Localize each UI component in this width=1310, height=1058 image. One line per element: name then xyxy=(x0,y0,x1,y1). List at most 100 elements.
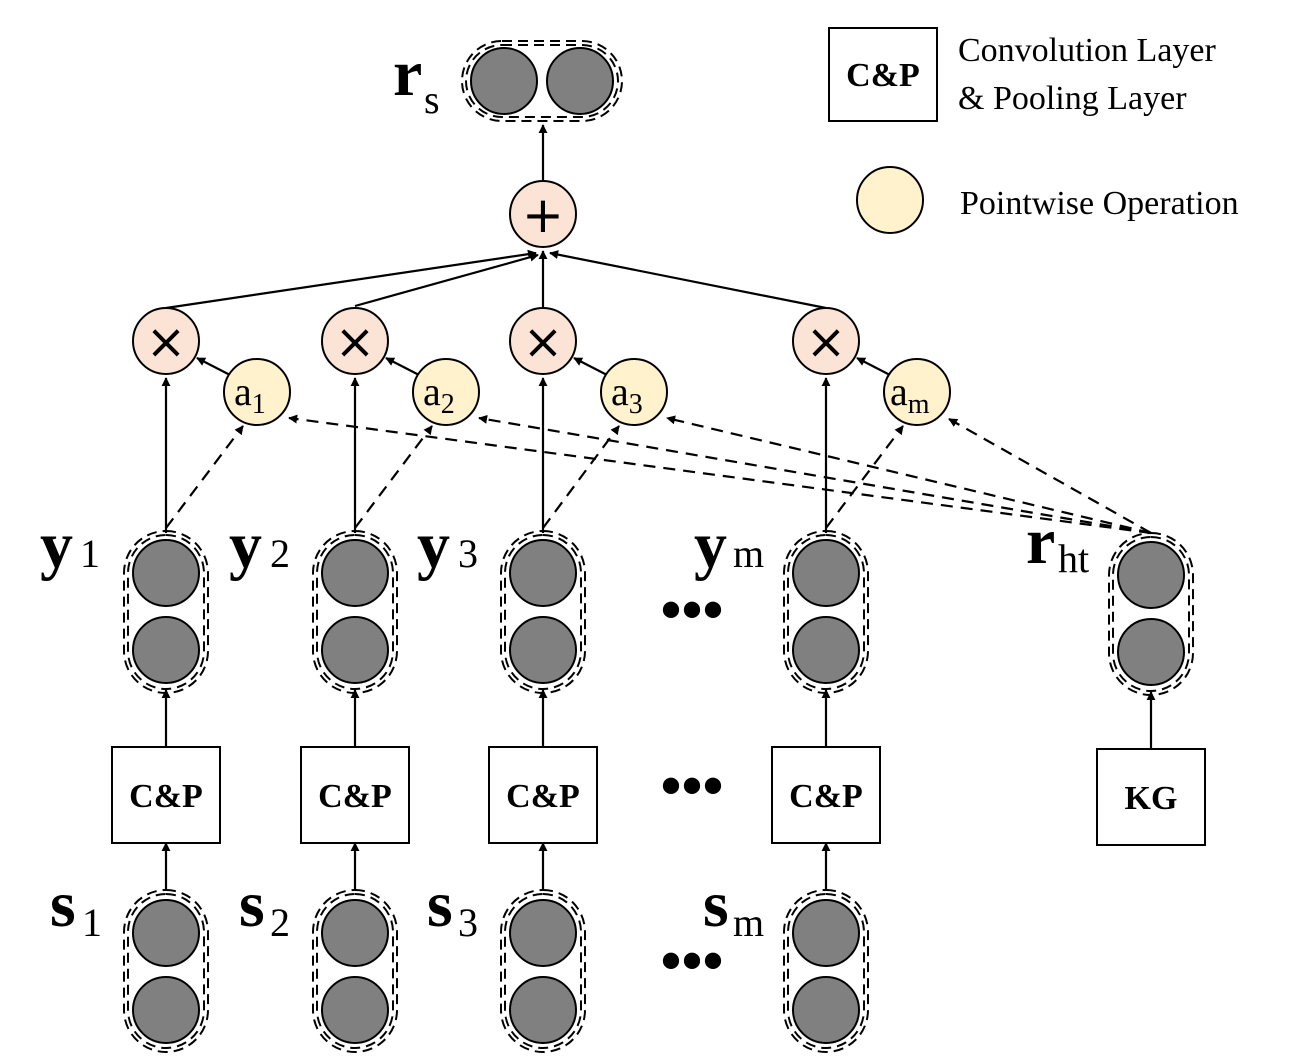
kg-label: r xyxy=(1026,505,1055,578)
y-label-m-sub: m xyxy=(733,531,764,576)
s-neuron xyxy=(509,976,577,1044)
edges xyxy=(161,124,1156,890)
cp-box-1 xyxy=(111,746,221,844)
output-neuron xyxy=(546,47,614,115)
edge-a2-to-mul2 xyxy=(385,357,422,377)
edge-mulm-to-sum xyxy=(549,250,827,310)
y-vector-2-border-inner xyxy=(316,534,394,690)
y-label-1: y xyxy=(40,509,73,582)
cp-box-m xyxy=(771,746,881,844)
cp-box-2 xyxy=(300,746,410,844)
y-neuron xyxy=(509,539,577,607)
y-vectors: y 1 y 2 y 3 y m xyxy=(40,505,1194,696)
ellipsis-s-row: ••• xyxy=(660,928,723,994)
s-neuron xyxy=(132,899,200,967)
conv-pool-boxes: C&P C&P C&P C&P KG xyxy=(111,746,1206,846)
legend-pointwise-circle xyxy=(856,166,924,234)
y-neuron xyxy=(321,539,389,607)
s-label-3-sub: 3 xyxy=(458,900,478,945)
s-vector-3: s 3 xyxy=(427,868,586,1053)
y-vector-m-border-inner xyxy=(787,534,865,690)
kg-vector: r ht xyxy=(1026,505,1194,696)
y-vector-2-border xyxy=(312,530,398,694)
output-label-sub: s xyxy=(424,77,440,122)
y-vector-m: y m xyxy=(694,509,869,694)
edge-y1-to-a1 xyxy=(165,425,244,529)
s-vector-m: s m xyxy=(703,868,869,1053)
y-neuron xyxy=(792,616,860,684)
kg-box xyxy=(1096,748,1206,846)
edge-mul1-to-sum xyxy=(165,249,537,310)
output-vector: r s xyxy=(393,37,623,122)
s-neuron xyxy=(321,976,389,1044)
attention-label-3: a3 xyxy=(611,369,643,420)
output-vector-border-inner xyxy=(465,44,619,118)
mul-symbol-3: × xyxy=(523,314,563,370)
edge-rht-to-a2 xyxy=(478,414,1152,535)
y-neuron xyxy=(509,616,577,684)
ellipsis-box-row: ••• xyxy=(660,753,723,819)
s-vector-3-border xyxy=(500,889,586,1053)
y-vector-m-border xyxy=(783,530,869,694)
legend-cp-desc-line2: & Pooling Layer xyxy=(958,80,1187,117)
y-label-2: y xyxy=(229,509,262,582)
attention-label-1: a1 xyxy=(234,369,266,420)
mul-op-circle-1 xyxy=(132,307,200,375)
legend-cp-box xyxy=(828,27,938,122)
attention-circle-1 xyxy=(223,358,291,426)
s-neuron xyxy=(321,899,389,967)
y-vector-3-border xyxy=(500,530,586,694)
y-vector-1: y 1 xyxy=(40,509,209,694)
kg-vector-border xyxy=(1108,532,1194,696)
mul-symbol-2: × xyxy=(335,314,375,370)
s-vector-m-border xyxy=(783,889,869,1053)
legend-cp-box-label: C&P xyxy=(846,57,920,94)
mul-op-circle-2 xyxy=(321,307,389,375)
cp-box-3 xyxy=(488,746,598,844)
output-vector-border xyxy=(461,40,623,122)
s-vector-2: s 2 xyxy=(239,868,398,1053)
edge-am-to-mulm xyxy=(856,357,893,377)
legend-pointwise-desc: Pointwise Operation xyxy=(960,185,1239,222)
ellipsis-y-row: ••• xyxy=(660,577,723,643)
y-neuron xyxy=(132,539,200,607)
s-vector-2-border-inner xyxy=(316,893,394,1049)
ellipses: ••• ••• ••• xyxy=(660,577,723,994)
edge-mul2-to-sum xyxy=(354,252,539,308)
mul-op-circle-3 xyxy=(509,307,577,375)
y-label-3-sub: 3 xyxy=(458,531,478,576)
kg-vector-border-inner xyxy=(1112,536,1190,692)
s-label-m-sub: m xyxy=(733,900,764,945)
s-label-2: s xyxy=(239,868,265,941)
attention-label-2: a2 xyxy=(423,369,455,420)
s-neuron xyxy=(509,899,577,967)
s-label-1: s xyxy=(50,868,76,941)
y-vector-3: y 3 xyxy=(417,509,586,694)
sum-op-circle xyxy=(509,180,577,248)
y-neuron xyxy=(792,539,860,607)
output-neuron xyxy=(470,47,538,115)
cp-box-label-m: C&P xyxy=(789,778,863,815)
s-vector-2-border xyxy=(312,889,398,1053)
kg-box-label: KG xyxy=(1125,780,1178,817)
kg-neuron xyxy=(1117,541,1185,609)
dashed-edges xyxy=(165,414,1152,535)
legend-cp-desc-line1: Convolution Layer xyxy=(958,32,1216,69)
sum-node: + xyxy=(509,180,577,248)
mul-symbol-1: × xyxy=(146,314,186,370)
cp-box-label-3: C&P xyxy=(506,778,580,815)
s-label-1-sub: 1 xyxy=(82,900,102,945)
y-label-m: y xyxy=(694,509,727,582)
sum-symbol: + xyxy=(522,186,564,244)
s-label-2-sub: 2 xyxy=(270,900,290,945)
s-vector-1-border xyxy=(123,889,209,1053)
mul-symbol-m: × xyxy=(806,314,846,370)
kg-neuron xyxy=(1117,618,1185,686)
s-vector-1-border-inner xyxy=(127,893,205,1049)
attention-circle-3 xyxy=(600,358,668,426)
output-label: r xyxy=(393,37,422,110)
y-vector-1-border xyxy=(123,530,209,694)
y-vector-2: y 2 xyxy=(229,509,398,694)
s-neuron xyxy=(792,976,860,1044)
